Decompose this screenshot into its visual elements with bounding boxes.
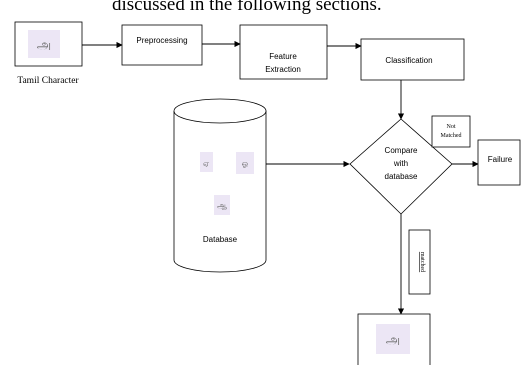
input-character-box: அ bbox=[14, 21, 83, 67]
not-matched-line2: Matched bbox=[441, 133, 462, 139]
header-text: discussed in the following sections. bbox=[112, 0, 382, 15]
not-matched-line1: Not bbox=[447, 124, 456, 130]
decision-line1: Compare bbox=[385, 146, 418, 155]
output-character-glyph: அ bbox=[386, 332, 400, 347]
output-character-box: அ bbox=[357, 313, 431, 365]
database-glyph-1: ஏ bbox=[203, 159, 210, 168]
decision-line2: with bbox=[393, 159, 408, 168]
failure-label: Failure bbox=[488, 155, 513, 164]
preprocessing-label: Preprocessing bbox=[136, 36, 187, 45]
matched-label: matched bbox=[419, 252, 425, 272]
decision-line3: database bbox=[385, 172, 418, 181]
input-caption: Tamil Character bbox=[17, 76, 79, 86]
database-label: Database bbox=[203, 235, 238, 244]
matched-label-box: matched bbox=[408, 229, 431, 295]
feature-extraction-box: Feature Extraction bbox=[239, 24, 328, 80]
feature-label-line2: Extraction bbox=[265, 65, 301, 74]
failure-box: Failure bbox=[477, 139, 521, 186]
not-matched-label-box: Not Matched bbox=[431, 115, 471, 148]
classification-label: Classification bbox=[385, 56, 432, 65]
database-glyph-3: ஆ bbox=[217, 201, 227, 210]
classification-box: Classification bbox=[360, 38, 465, 81]
database-cylinder: ஏ ஓ ஆ Database bbox=[173, 98, 267, 273]
preprocessing-box: Preprocessing bbox=[121, 24, 203, 66]
database-glyph-2: ஓ bbox=[242, 159, 249, 168]
input-character-glyph: அ bbox=[37, 37, 51, 52]
feature-label-line1: Feature bbox=[269, 52, 297, 61]
